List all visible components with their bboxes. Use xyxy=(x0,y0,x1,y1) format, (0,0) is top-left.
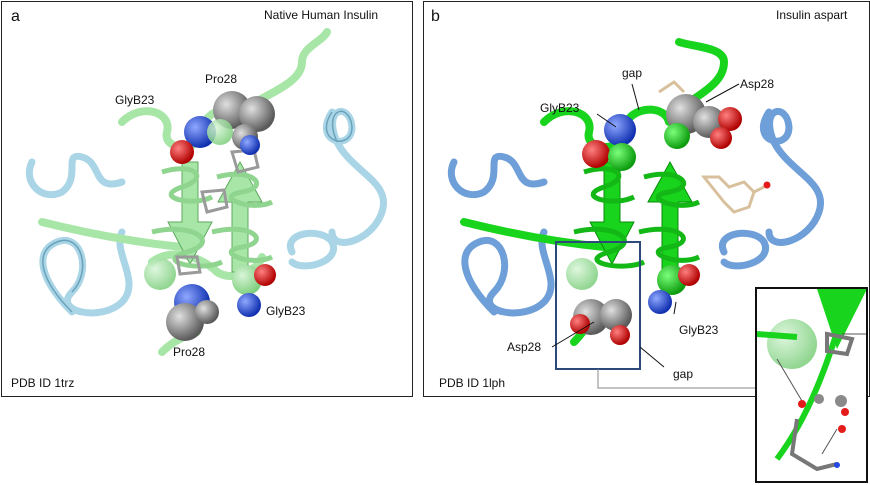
label-glyb23-bottom-b: GlyB23 xyxy=(679,323,719,337)
native-insulin-structure xyxy=(25,28,388,356)
panel-letter-a: a xyxy=(11,8,20,25)
panel-native-insulin: a Native Human Insulin xyxy=(1,1,413,397)
label-pro28-bottom: Pro28 xyxy=(173,345,206,359)
label-asp28-bottom: Asp28 xyxy=(507,340,542,354)
label-gap-top: gap xyxy=(622,66,643,80)
label-glyb23-top-b: GlyB23 xyxy=(540,101,580,115)
zoom-inset xyxy=(755,287,868,483)
label-gap-bottom: gap xyxy=(673,367,694,381)
label-glyb23-top: GlyB23 xyxy=(115,93,155,107)
panel-b-pdb-id: PDB ID 1lph xyxy=(439,376,506,390)
label-asp28-top: Asp28 xyxy=(740,77,775,91)
panel-b-title: Insulin aspart xyxy=(776,8,848,22)
label-glyb23-bottom: GlyB23 xyxy=(266,304,306,318)
panel-letter-b: b xyxy=(431,8,440,25)
insulin-aspart-structure xyxy=(447,38,825,389)
zoom-inset-structure xyxy=(757,289,866,472)
label-pro28-top: Pro28 xyxy=(205,72,238,86)
panel-a-title: Native Human Insulin xyxy=(264,8,379,22)
panel-a-pdb-id: PDB ID 1trz xyxy=(11,376,75,390)
